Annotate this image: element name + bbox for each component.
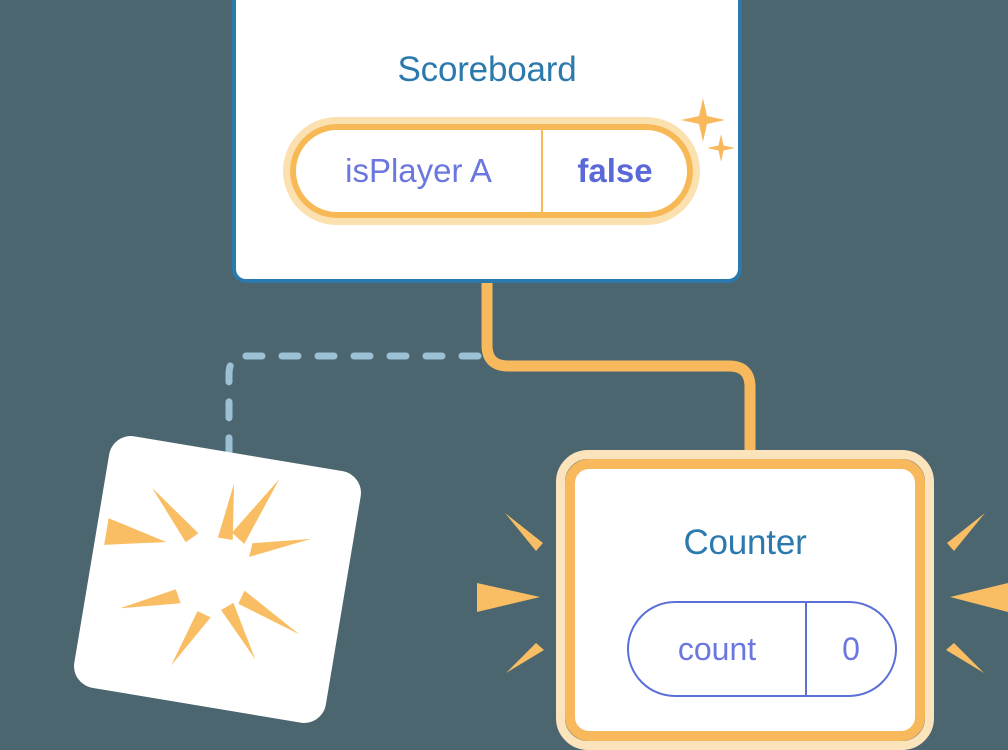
ray-left-lower <box>506 643 544 673</box>
card-counter[interactable]: Counter count 0 <box>556 450 934 750</box>
card-burst-blank[interactable] <box>70 432 365 727</box>
burst-ray-nne <box>231 478 280 544</box>
counter-state-value: 0 <box>842 630 860 667</box>
scoreboard-state-value: false <box>577 152 653 189</box>
counter-state-key: count <box>629 603 807 695</box>
connector-dashed-scoreboard-to-burst-card <box>225 352 482 472</box>
ray-right-middle <box>950 583 1008 612</box>
burst-ray-sw <box>119 589 181 609</box>
scoreboard-state-pill-inner: isPlayer A false <box>290 124 693 218</box>
counter-title: Counter <box>683 523 807 562</box>
connector-solid-scoreboard-to-counter <box>481 280 756 462</box>
ray-right-upper <box>947 513 985 551</box>
card-scoreboard[interactable]: Scoreboard isPlayer A false <box>232 0 742 283</box>
burst-ray-ene <box>249 538 311 557</box>
burst-ray-ese <box>238 590 300 635</box>
burst-card-rays <box>104 478 311 666</box>
burst-ray-w <box>104 518 167 545</box>
scoreboard-state-pill[interactable]: isPlayer A false <box>283 117 700 225</box>
ray-right-lower <box>946 643 984 673</box>
scoreboard-title: Scoreboard <box>397 50 577 89</box>
ray-left-middle <box>477 583 540 612</box>
burst-ray-n <box>217 483 235 540</box>
burst-ray-nw <box>152 487 199 543</box>
card-counter-surface: Counter count 0 <box>565 459 925 741</box>
ray-left-upper <box>505 513 543 551</box>
burst-ray-se <box>221 602 256 660</box>
scoreboard-state-key: isPlayer A <box>296 130 543 212</box>
counter-state-pill[interactable]: count 0 <box>627 601 897 697</box>
burst-ray-s <box>171 611 211 666</box>
